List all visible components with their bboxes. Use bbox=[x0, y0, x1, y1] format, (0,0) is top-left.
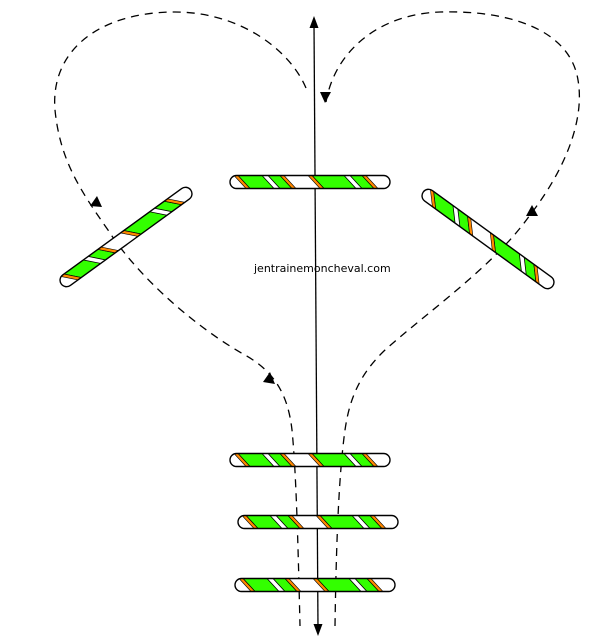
pole-stripe-orange bbox=[238, 578, 256, 592]
track-left-loop bbox=[54, 11, 307, 627]
poles-group bbox=[57, 174, 557, 593]
pole-stripe-orange bbox=[369, 515, 387, 529]
pole-left-diagonal bbox=[57, 184, 195, 290]
arrow-icon bbox=[526, 205, 538, 216]
track-arrows bbox=[90, 92, 538, 384]
pole-stripe-orange bbox=[287, 515, 305, 529]
pole-stripe-orange bbox=[279, 175, 297, 189]
center-line bbox=[309, 16, 323, 636]
pole-stripe-orange bbox=[312, 578, 330, 592]
pole-stripe-green bbox=[357, 515, 383, 529]
arrow-icon bbox=[90, 196, 102, 207]
pole-stripe-green bbox=[267, 453, 293, 467]
arrow-icon bbox=[263, 372, 275, 384]
pole-stripe-orange bbox=[361, 175, 379, 189]
pole-stripe-orange bbox=[279, 453, 297, 467]
pole-stripe-green bbox=[272, 578, 298, 592]
pole-bottom-3 bbox=[234, 577, 396, 593]
pole-outline bbox=[229, 174, 391, 190]
track-right-loop bbox=[325, 11, 581, 627]
pole-stripe-orange bbox=[233, 175, 251, 189]
pole-outline bbox=[234, 577, 396, 593]
pole-bottom-2 bbox=[237, 514, 399, 530]
pole-right-diagonal bbox=[419, 186, 557, 292]
pole-outline bbox=[229, 452, 391, 468]
arrow-up-icon bbox=[309, 16, 319, 28]
pole-outline bbox=[237, 514, 399, 530]
pole-stripe-orange bbox=[366, 578, 384, 592]
pole-stripe-orange bbox=[241, 515, 259, 529]
pole-stripe-green bbox=[267, 175, 293, 189]
arrow-icon bbox=[320, 92, 331, 103]
pole-stripe-green bbox=[349, 453, 375, 467]
pole-outline bbox=[59, 186, 193, 288]
pole-stripe-orange bbox=[307, 175, 325, 189]
pole-stripe-green bbox=[275, 515, 301, 529]
pole-stripe-green bbox=[354, 578, 380, 592]
pole-outline bbox=[421, 188, 555, 290]
pole-stripe-green bbox=[349, 175, 375, 189]
pole-stripe-orange bbox=[361, 453, 379, 467]
arrow-down-icon bbox=[313, 624, 323, 636]
watermark-text: jentrainemoncheval.com bbox=[254, 262, 391, 275]
pole-stripe-orange bbox=[315, 515, 333, 529]
dashed-track bbox=[54, 11, 581, 627]
pole-stripe-orange bbox=[307, 453, 325, 467]
pole-top-center bbox=[229, 174, 391, 190]
pole-stripe-orange bbox=[233, 453, 251, 467]
pole-bottom-1 bbox=[229, 452, 391, 468]
pole-stripe-orange bbox=[284, 578, 302, 592]
